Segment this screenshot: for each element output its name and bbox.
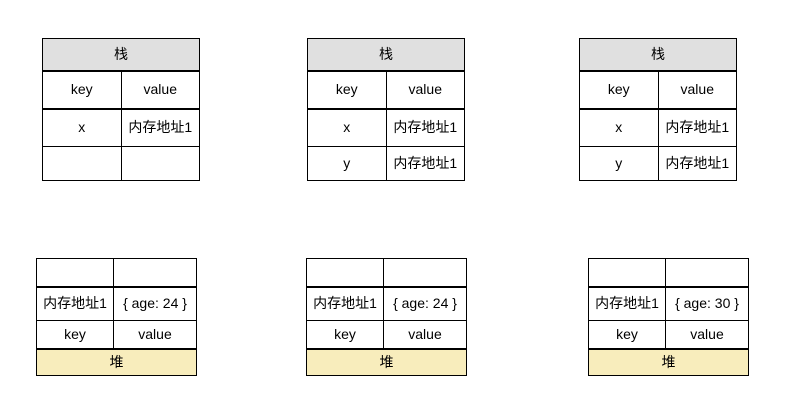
- heap-table-snapshot-1: 内存地址1 { age: 24 } key value 堆: [36, 258, 197, 376]
- stack-cell-value: 内存地址1: [657, 108, 737, 147]
- stack-header-value: value: [385, 70, 465, 110]
- heap-entry-row: 内存地址1 { age: 24 }: [36, 286, 197, 321]
- stack-cell-key: y: [579, 146, 659, 181]
- heap-blank-row: [588, 258, 749, 288]
- heap-header-value: value: [383, 320, 467, 350]
- stack-cell-key: x: [307, 108, 387, 147]
- stack-header-value: value: [657, 70, 737, 110]
- stack-header-row: key value: [307, 70, 465, 110]
- stack-title-row: 栈: [579, 38, 737, 72]
- heap-header-row: key value: [588, 320, 749, 350]
- stack-title: 栈: [579, 38, 737, 72]
- heap-header-row: key value: [306, 320, 467, 350]
- stack-header-key: key: [579, 70, 659, 110]
- stack-header-value: value: [120, 70, 200, 110]
- heap-table-snapshot-2: 内存地址1 { age: 24 } key value 堆: [306, 258, 467, 376]
- stack-title-row: 栈: [307, 38, 465, 72]
- heap-header-value: value: [113, 320, 197, 350]
- heap-blank-key: [36, 258, 114, 288]
- heap-title-row: 堆: [36, 348, 197, 376]
- heap-table-snapshot-3: 内存地址1 { age: 30 } key value 堆: [588, 258, 749, 376]
- stack-header-row: key value: [579, 70, 737, 110]
- heap-title: 堆: [306, 348, 467, 376]
- stack-header-key: key: [42, 70, 122, 110]
- heap-header-row: key value: [36, 320, 197, 350]
- stack-table-snapshot-1: 栈 key value x 内存地址1: [42, 38, 200, 181]
- stack-cell-value: 内存地址1: [385, 146, 465, 181]
- stack-cell-key: [42, 146, 122, 181]
- stack-row: y 内存地址1: [579, 146, 737, 181]
- heap-cell-object: { age: 30 }: [665, 286, 749, 321]
- heap-entry-row: 内存地址1 { age: 24 }: [306, 286, 467, 321]
- heap-blank-key: [588, 258, 666, 288]
- stack-row: y 内存地址1: [307, 146, 465, 181]
- heap-blank-row: [36, 258, 197, 288]
- stack-header-row: key value: [42, 70, 200, 110]
- stack-cell-value: [120, 146, 200, 181]
- stack-row: x 内存地址1: [307, 108, 465, 147]
- stack-title-row: 栈: [42, 38, 200, 72]
- heap-header-key: key: [588, 320, 666, 350]
- stack-table-snapshot-2: 栈 key value x 内存地址1 y 内存地址1: [307, 38, 465, 181]
- stack-row: x 内存地址1: [579, 108, 737, 147]
- heap-header-key: key: [306, 320, 384, 350]
- heap-blank-row: [306, 258, 467, 288]
- stack-cell-key: x: [42, 108, 122, 147]
- heap-entry-row: 内存地址1 { age: 30 }: [588, 286, 749, 321]
- stack-title: 栈: [307, 38, 465, 72]
- heap-blank-value: [383, 258, 467, 288]
- heap-header-key: key: [36, 320, 114, 350]
- heap-title-row: 堆: [588, 348, 749, 376]
- stack-header-key: key: [307, 70, 387, 110]
- heap-cell-object: { age: 24 }: [113, 286, 197, 321]
- stack-row: [42, 146, 200, 181]
- stack-cell-value: 内存地址1: [120, 108, 200, 147]
- heap-cell-object: { age: 24 }: [383, 286, 467, 321]
- stack-row: x 内存地址1: [42, 108, 200, 147]
- heap-cell-address: 内存地址1: [36, 286, 114, 321]
- stack-cell-value: 内存地址1: [385, 108, 465, 147]
- heap-title-row: 堆: [306, 348, 467, 376]
- heap-title: 堆: [36, 348, 197, 376]
- heap-title: 堆: [588, 348, 749, 376]
- heap-cell-address: 内存地址1: [306, 286, 384, 321]
- heap-cell-address: 内存地址1: [588, 286, 666, 321]
- heap-blank-key: [306, 258, 384, 288]
- stack-table-snapshot-3: 栈 key value x 内存地址1 y 内存地址1: [579, 38, 737, 181]
- heap-blank-value: [113, 258, 197, 288]
- stack-title: 栈: [42, 38, 200, 72]
- stack-cell-key: y: [307, 146, 387, 181]
- heap-blank-value: [665, 258, 749, 288]
- heap-header-value: value: [665, 320, 749, 350]
- stack-cell-value: 内存地址1: [657, 146, 737, 181]
- stack-cell-key: x: [579, 108, 659, 147]
